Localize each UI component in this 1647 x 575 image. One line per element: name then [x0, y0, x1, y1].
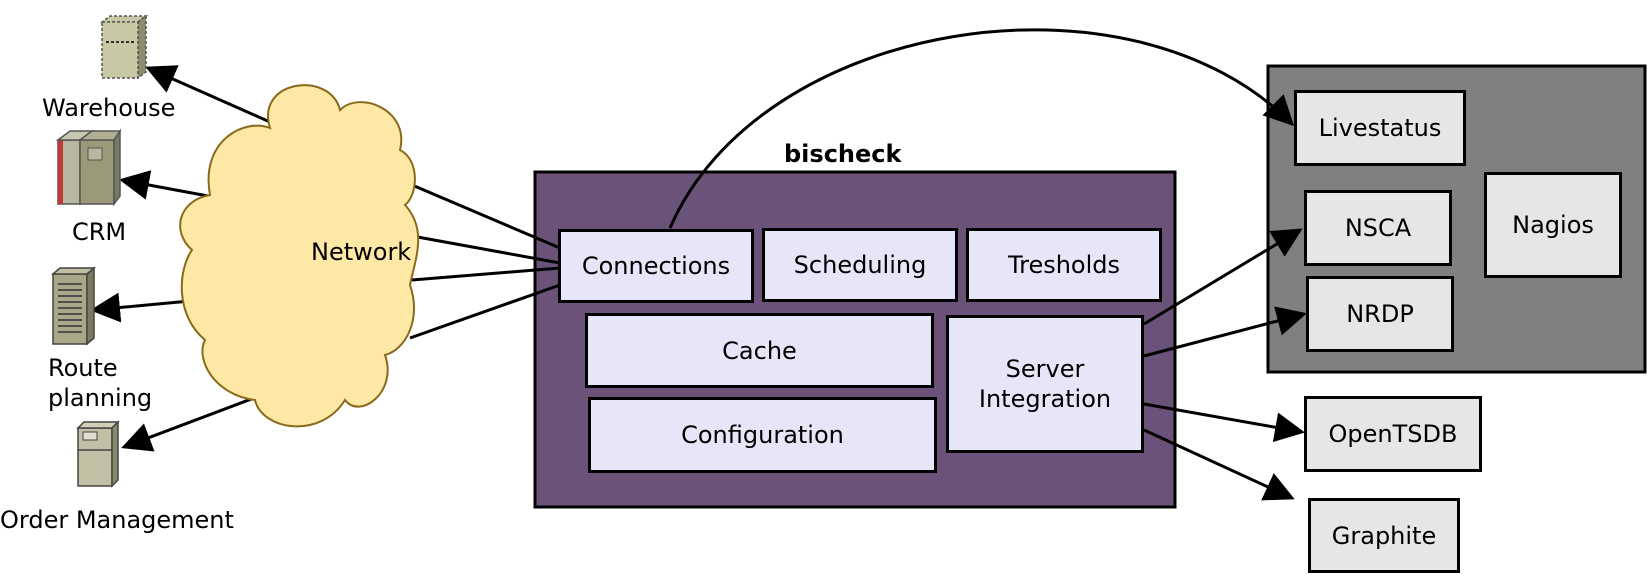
connections-module: Connections	[558, 229, 754, 303]
livestatus-box: Livestatus	[1294, 90, 1466, 166]
order-management-server-icon	[76, 420, 120, 488]
warehouse-server-icon	[99, 14, 149, 80]
network-cloud	[179, 84, 420, 428]
nsca-box: NSCA	[1304, 190, 1452, 266]
crm-label: CRM	[72, 218, 127, 246]
network-label: Network	[311, 238, 412, 266]
cache-module: Cache	[585, 313, 934, 388]
server-integration-module: Server Integration	[946, 315, 1144, 453]
configuration-module: Configuration	[588, 397, 937, 473]
route-planning-label-line1: Route	[48, 354, 118, 382]
route-planning-label-line2: planning	[48, 384, 153, 412]
nagios-box: Nagios	[1484, 172, 1622, 278]
order-management-label: Order Management	[0, 506, 234, 534]
server-integration-label-line2: Integration	[978, 385, 1112, 413]
route-planning-server-icon	[50, 266, 97, 346]
network-connectors	[404, 180, 561, 340]
scheduling-module: Scheduling	[762, 228, 958, 302]
nrdp-box: NRDP	[1306, 276, 1454, 352]
livestatus-curve-arrow	[668, 28, 1295, 229]
system-arrows	[90, 65, 271, 452]
tresholds-module: Tresholds	[966, 228, 1162, 302]
opentsdb-box: OpenTSDB	[1304, 396, 1482, 472]
server-integration-label-line1: Server	[1005, 355, 1085, 383]
graphite-box: Graphite	[1308, 498, 1460, 573]
crm-server-icon	[55, 128, 122, 207]
server-integration-arrows	[1143, 228, 1307, 501]
warehouse-label: Warehouse	[42, 94, 176, 122]
bischeck-title: bischeck	[784, 140, 902, 168]
